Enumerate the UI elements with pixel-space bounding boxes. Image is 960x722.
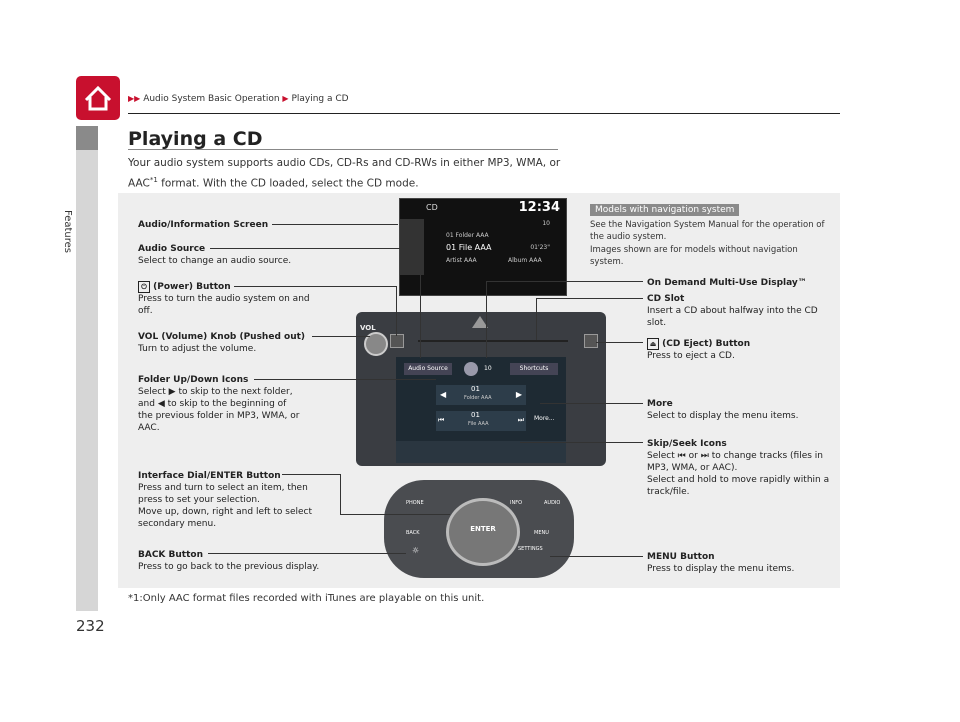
day-night-icon[interactable]: ☼ <box>412 546 420 555</box>
vol-label: VOL <box>360 324 376 332</box>
title-underline <box>128 149 558 150</box>
leader-line <box>536 298 537 340</box>
leader-line <box>340 474 341 514</box>
nav-note: Models with navigation system See the Na… <box>590 197 830 267</box>
enter-label: ENTER <box>470 525 496 533</box>
back-button[interactable]: BACK <box>406 530 420 536</box>
nav-text: See the Navigation System Manual for the… <box>590 220 825 242</box>
folder-up-icon[interactable]: ▶ <box>515 390 522 399</box>
leader-line <box>282 474 340 475</box>
file-name: File AAA <box>468 421 489 427</box>
odmd-display[interactable]: Audio Source 10 Shortcuts ◀ 01 Folder AA… <box>396 357 566 463</box>
folder-num: 01 <box>471 385 480 393</box>
breadcrumb-link-audio[interactable]: Audio System Basic Operation <box>143 94 280 104</box>
leader-line <box>420 248 421 358</box>
page-number: 232 <box>76 617 105 635</box>
folder-prev-icon: ◀ <box>157 399 165 409</box>
enter-dial[interactable]: ENTER <box>446 498 520 566</box>
folder-name: Folder AAA <box>464 395 492 401</box>
touch-volume: 10 <box>484 365 492 372</box>
skip-back-icon[interactable]: ⏮ <box>438 416 445 424</box>
screen-file: 01 File AAA <box>446 243 492 252</box>
file-num: 01 <box>471 411 480 419</box>
intro-line-2: AAC*1 format. With the CD loaded, select… <box>128 176 419 190</box>
leader-line <box>312 336 370 337</box>
phone-button[interactable]: PHONE <box>406 500 424 506</box>
leader-line <box>550 556 643 557</box>
sidebar-marker <box>76 126 98 150</box>
more-button[interactable]: More... <box>534 415 555 422</box>
eject-button[interactable] <box>584 334 598 348</box>
breadcrumb-current: Playing a CD <box>291 94 349 104</box>
touch-footer <box>396 441 566 463</box>
footnote: *1:Only AAC format files recorded with i… <box>128 593 485 604</box>
nav-tag: Models with navigation system <box>590 204 740 216</box>
info-button[interactable]: INFO <box>510 500 523 506</box>
skip-back-label-icon: ⏮ <box>677 451 686 461</box>
screen-source: CD <box>426 203 438 212</box>
skip-forward-icon[interactable]: ⏭ <box>517 416 524 424</box>
screen-artist: Artist AAA <box>446 257 477 264</box>
leader-line <box>272 224 398 225</box>
leader-line <box>486 281 643 282</box>
menu-button[interactable]: MENU <box>534 530 549 536</box>
folder-down-icon[interactable]: ◀ <box>440 390 447 399</box>
intro-line-1: Your audio system supports audio CDs, CD… <box>128 157 561 169</box>
leader-line <box>536 298 643 299</box>
leader-line <box>254 379 436 380</box>
leader-line <box>208 553 406 554</box>
breadcrumb: ▶▶ Audio System Basic Operation ▶ Playin… <box>128 94 349 104</box>
leader-line <box>596 342 643 343</box>
cd-slot[interactable] <box>418 340 568 342</box>
leader-line <box>520 442 643 443</box>
volume-dial-icon <box>464 362 478 376</box>
intro-text: Your audio system supports audio CDs, CD… <box>128 155 568 193</box>
skip-forward-label-icon: ⏭ <box>700 451 709 461</box>
sidebar-tab <box>76 126 98 611</box>
audio-button[interactable]: AUDIO <box>544 500 561 506</box>
header-divider <box>128 113 840 114</box>
sidebar-label: Features <box>62 210 73 253</box>
home-icon[interactable] <box>76 76 120 120</box>
screen-time: 01'23" <box>530 244 550 251</box>
nav-text-2: Images shown are for models without navi… <box>590 245 798 267</box>
settings-button[interactable]: SETTINGS <box>518 546 543 552</box>
label-odmd: On Demand Multi-Use Display™ <box>647 278 807 288</box>
file-row: ⏮ 01 File AAA ⏭ <box>436 411 526 431</box>
leader-line <box>396 286 397 336</box>
screen-volume: 10 <box>542 220 550 227</box>
screen-folder: 01 Folder AAA <box>446 232 489 239</box>
label-vol: VOL (Volume) Knob (Pushed out)Turn to ad… <box>138 332 306 354</box>
label-audio-info-screen: Audio/Information Screen <box>138 220 269 230</box>
leader-line <box>540 403 643 404</box>
screen-album: Album AAA <box>508 257 542 264</box>
shortcuts-button[interactable]: Shortcuts <box>510 363 558 375</box>
folder-row: ◀ 01 Folder AAA ▶ <box>436 385 526 405</box>
folder-next-icon: ▶ <box>168 387 176 397</box>
audio-info-screen: CD 12:34 10 01 Folder AAA 01 File AAA 01… <box>399 198 567 296</box>
hazard-button[interactable] <box>472 316 488 328</box>
page-title: Playing a CD <box>128 128 263 150</box>
screen-clock: 12:34 <box>518 200 560 215</box>
leader-line <box>340 514 450 515</box>
power-button[interactable] <box>390 334 404 348</box>
leader-line <box>486 281 487 358</box>
power-icon: ⏻ <box>138 281 150 293</box>
leader-line <box>234 286 396 287</box>
eject-icon: ⏏ <box>647 338 659 350</box>
audio-source-button[interactable]: Audio Source <box>404 363 452 375</box>
leader-line <box>210 248 420 249</box>
